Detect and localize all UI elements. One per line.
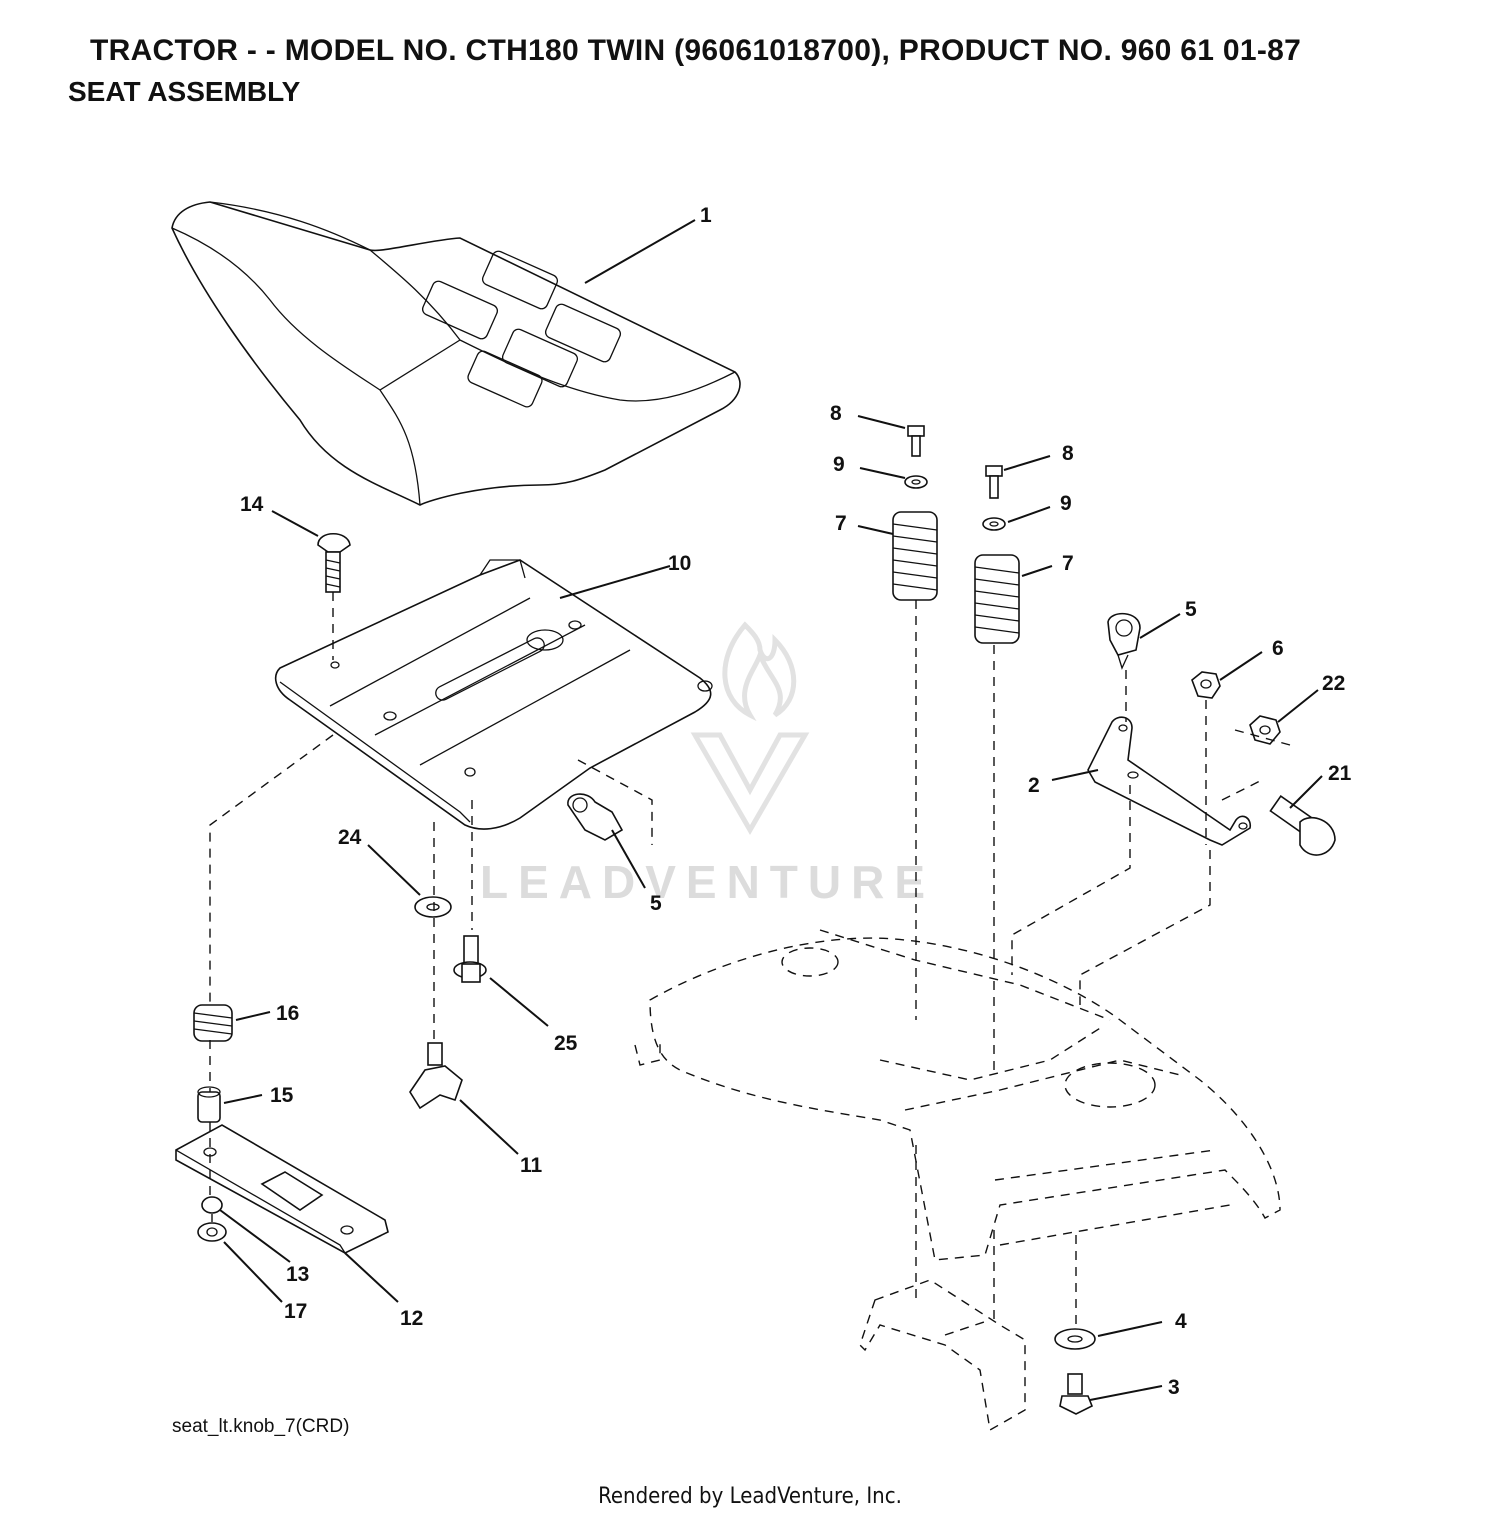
callout-14: 14: [240, 493, 264, 516]
callout-10: 10: [668, 552, 691, 575]
callout-12: 12: [400, 1307, 423, 1330]
nut-part-22: [1249, 715, 1281, 745]
rendered-by-credit: Rendered by LeadVenture, Inc.: [598, 1484, 902, 1509]
washer-part-left: [904, 475, 928, 489]
callout-13: 13: [286, 1263, 309, 1286]
spring-part-right: [974, 554, 1020, 644]
callout-24: 24: [338, 826, 362, 849]
callout-5a: 5: [1185, 598, 1197, 621]
bolt-part-3: [1059, 1373, 1094, 1415]
callout-8b: 8: [1062, 442, 1074, 465]
callout-5b: 5: [650, 892, 662, 915]
callout-6: 6: [1272, 637, 1284, 660]
callout-9b: 9: [1060, 492, 1072, 515]
callout-15: 15: [270, 1084, 294, 1107]
shoulder-bolt-part: [1269, 795, 1336, 856]
compression-spring-part: [193, 1004, 233, 1042]
callout-labels: 1 2 3 4 5 5 6 7 7 8 8 9 9 10 11 12 13 14…: [240, 204, 1352, 1399]
callout-9a: 9: [833, 453, 845, 476]
callout-1: 1: [700, 204, 712, 227]
bolt-part-right: [985, 465, 1003, 499]
wire-clip-part-upper: [1107, 612, 1141, 670]
section-title: SEAT ASSEMBLY: [68, 76, 301, 107]
slide-plate-part: [175, 1124, 389, 1254]
spacer-part: [197, 1086, 221, 1123]
knob-part: [409, 1042, 463, 1110]
callout-8a: 8: [830, 402, 842, 425]
callout-25: 25: [554, 1032, 578, 1055]
callout-22: 22: [1322, 672, 1345, 695]
leader-lines: [219, 219, 1323, 1401]
washer-part-4: [1054, 1328, 1096, 1350]
spring-part-left: [892, 511, 938, 601]
assembly-lines: [209, 592, 1291, 1325]
washer-part-right: [982, 517, 1006, 531]
flange-nut-part-17: [197, 1222, 227, 1242]
watermark-logo-icon: [690, 621, 810, 835]
shoulder-screw-part: [453, 935, 487, 983]
drawing-code: seat_lt.knob_7(CRD): [172, 1416, 350, 1437]
wire-clip-part-lower: [567, 793, 624, 841]
callout-3: 3: [1168, 1376, 1180, 1399]
flat-washer-part: [414, 896, 452, 918]
seat-part: [171, 201, 741, 506]
bolt-part-left: [907, 425, 925, 457]
watermark-text: LEADVENTURE: [480, 856, 936, 908]
callout-7a: 7: [835, 512, 847, 535]
callout-2: 2: [1028, 774, 1040, 797]
callout-7b: 7: [1062, 552, 1074, 575]
bracket-part: [1087, 716, 1252, 846]
callout-17: 17: [284, 1300, 307, 1323]
tractor-frame-reference: [634, 929, 1281, 1432]
nut-part: [1191, 671, 1221, 699]
carriage-bolt-part: [317, 532, 351, 593]
callout-16: 16: [276, 1002, 299, 1025]
callout-4: 4: [1175, 1310, 1187, 1333]
callout-11: 11: [520, 1154, 543, 1177]
hex-nut-part-13: [201, 1196, 223, 1214]
callout-21: 21: [1328, 762, 1352, 785]
seat-pan-part: [274, 559, 713, 830]
page-title: TRACTOR - - MODEL NO. CTH180 TWIN (96061…: [90, 34, 1302, 67]
